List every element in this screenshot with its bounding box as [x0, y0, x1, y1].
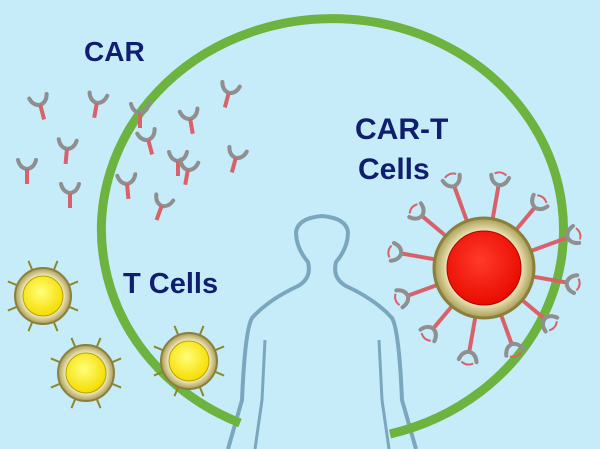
car-t-receptor-stem: [528, 235, 570, 254]
car-t-receptor-stem: [431, 303, 455, 331]
car-t-receptor-icon: [530, 192, 550, 212]
car-t-receptor-stem: [406, 282, 440, 298]
car-receptor-icon: [87, 90, 110, 119]
car-t-receptor-icon: [489, 171, 512, 188]
car-t-receptor-stem: [498, 312, 514, 346]
car-receptor-icon: [167, 150, 189, 176]
car-t-receptor-stem: [419, 213, 449, 239]
car-t-receptor-stem: [519, 297, 547, 321]
car-t-receptor-stem: [530, 274, 569, 285]
car-t-label-line1: CAR-T: [355, 113, 448, 146]
t-cells-label: T Cells: [123, 268, 218, 300]
car-receptor-icon: [129, 102, 151, 128]
car-receptor-icon: [56, 137, 79, 165]
car-receptor-group: [16, 79, 249, 221]
car-t-receptor-icon: [407, 201, 426, 221]
car-receptor-icon: [115, 172, 138, 200]
car-t-receptor-icon: [440, 172, 462, 189]
car-t-label-line2: Cells: [358, 153, 430, 186]
car-t-receptor-icon: [394, 288, 411, 310]
car-t-receptor-stem: [467, 314, 478, 354]
human-outline: [226, 214, 418, 449]
car-receptor-icon: [27, 91, 49, 120]
car-receptor-icon: [16, 158, 38, 184]
car-receptor-icon: [178, 157, 201, 186]
t-cell-icon: [50, 337, 122, 409]
car-receptor-icon: [220, 79, 242, 108]
car-t-receptor-icon: [540, 314, 560, 334]
car-t-receptor-icon: [456, 349, 479, 366]
car-t-receptor-icon: [564, 273, 581, 296]
car-t-receptor-icon: [387, 240, 404, 263]
car-t-receptor-stem: [452, 184, 470, 224]
car-t-receptor-icon: [565, 224, 582, 246]
t-cell-icon: [7, 260, 79, 332]
human-arm-right: [377, 339, 391, 449]
t-cell-group: [7, 260, 225, 409]
car-t-cell-group: [387, 171, 582, 366]
car-receptor-icon: [227, 144, 249, 173]
car-t-receptor-stem: [490, 183, 501, 222]
car-receptor-icon: [154, 192, 176, 221]
car-t-receptor-stem: [399, 251, 438, 262]
car-t-receptor-icon: [418, 324, 438, 344]
car-t-receptor-stem: [513, 205, 537, 233]
t-cell-icon: [153, 325, 225, 397]
car-label: CAR: [84, 36, 145, 67]
human-arm-left: [253, 339, 267, 449]
car-receptor-icon: [177, 106, 200, 135]
car-receptor-icon: [135, 126, 157, 155]
car-t-receptor-icon: [504, 341, 526, 358]
car-t-cell-core: [446, 230, 522, 306]
car-receptor-icon: [59, 182, 81, 208]
